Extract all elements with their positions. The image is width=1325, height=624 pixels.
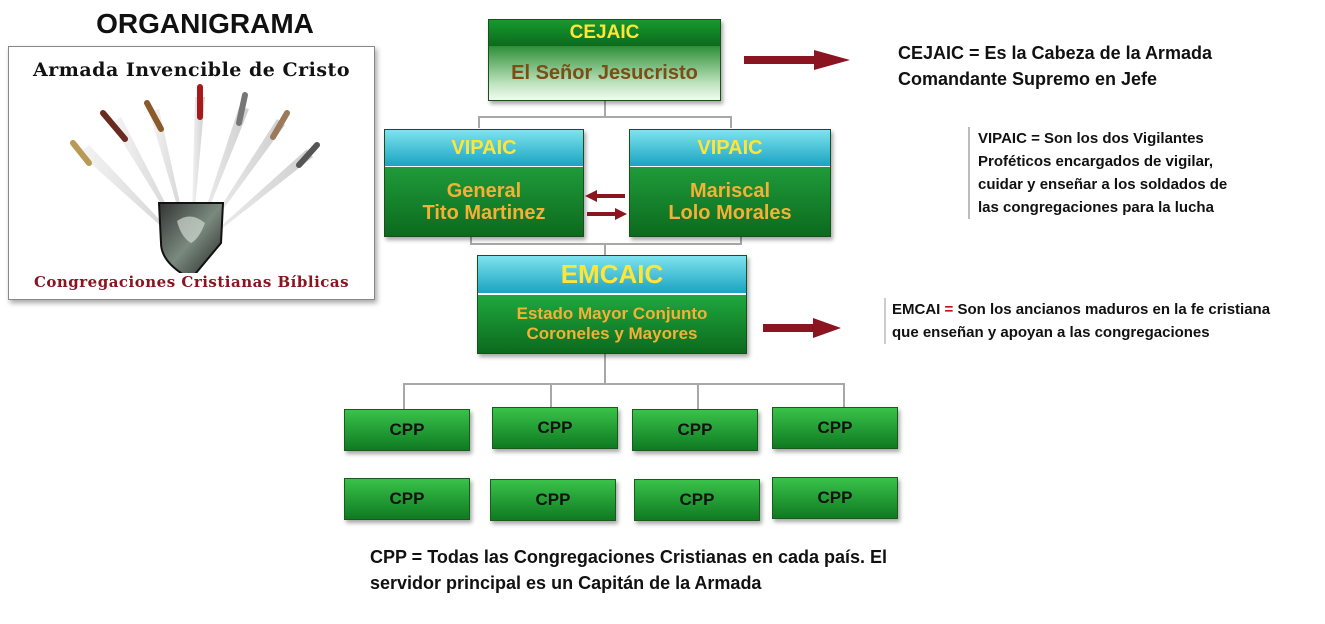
emcaic-box: EMCAIC Estado Mayor Conjunto Coroneles y… (477, 255, 747, 354)
emcai-note-equals: = (944, 301, 954, 318)
vipaic-left-line2: Tito Martinez (422, 201, 546, 224)
emcaic-body: Estado Mayor Conjunto Coroneles y Mayore… (478, 295, 746, 353)
cpp-box: CPP (632, 409, 758, 451)
cpp-box: CPP (344, 409, 470, 451)
logo-bottom-text: Congregaciones Cristianas Bíblicas (33, 273, 350, 291)
connector-line (604, 353, 606, 383)
exchange-arrows-icon (585, 190, 627, 220)
vipaic-right-line2: Lolo Morales (668, 201, 792, 224)
connector-line (604, 243, 606, 255)
cejaic-body-text: El Señor Jesucristo (511, 61, 698, 84)
cpp-box: CPP (772, 477, 898, 519)
connector-line (470, 236, 472, 244)
vipaic-right-box: VIPAIC Mariscal Lolo Morales (629, 129, 831, 237)
emcai-note: EMCAI = Son los ancianos maduros en la f… (884, 298, 1272, 344)
connector-line (550, 383, 552, 409)
cpp-box: CPP (344, 478, 470, 520)
connector-line (697, 383, 699, 409)
connector-line (403, 383, 845, 385)
vipaic-left-header: VIPAIC (385, 130, 583, 166)
vipaic-right-header: VIPAIC (630, 130, 830, 166)
logo-panel: Armada Invencible de Cristo (8, 46, 375, 300)
vipaic-left-body: General Tito Martinez (385, 167, 583, 236)
arrow-right-icon (763, 318, 841, 338)
connector-line (730, 116, 732, 128)
connector-line (604, 100, 606, 117)
cejaic-note-line1: CEJAIC = Es la Cabeza de la Armada (898, 43, 1212, 63)
connector-line (843, 383, 845, 409)
vipaic-right-body: Mariscal Lolo Morales (630, 167, 830, 236)
vipaic-right-line1: Mariscal (689, 179, 771, 202)
emcaic-line1: Estado Mayor Conjunto (516, 304, 708, 323)
connector-line (478, 116, 732, 118)
cpp-box: CPP (772, 407, 898, 449)
connector-line (478, 116, 480, 128)
cpp-note: CPP = Todas las Congregaciones Cristiana… (370, 547, 888, 593)
page-title: ORGANIGRAMA (96, 8, 314, 39)
arrow-right-icon (744, 50, 850, 70)
emcai-note-key: EMCAI (892, 301, 941, 318)
cpp-box: CPP (634, 479, 760, 521)
connector-line (470, 243, 742, 245)
cejaic-note: CEJAIC = Es la Cabeza de la Armada Coman… (898, 40, 1212, 92)
vipaic-left-box: VIPAIC General Tito Martinez (384, 129, 584, 237)
emcaic-header: EMCAIC (478, 256, 746, 293)
cejaic-header: CEJAIC (489, 20, 720, 46)
logo-top-text: Armada Invencible de Cristo (33, 59, 350, 81)
cejaic-body: El Señor Jesucristo (489, 46, 720, 100)
vipaic-note: VIPAIC = Son los dos Vigilantes Profétic… (968, 127, 1228, 219)
vipaic-left-line1: General (446, 179, 522, 202)
cejaic-note-line2: Comandante Supremo en Jefe (898, 69, 1158, 89)
emcaic-line2: Coroneles y Mayores (526, 324, 698, 343)
connector-line (403, 383, 405, 409)
swords-shield-emblem-icon (70, 84, 320, 273)
emcai-note-text: Son los ancianos maduros en la fe cristi… (892, 301, 1271, 341)
cejaic-box: CEJAIC El Señor Jesucristo (488, 19, 721, 101)
connector-line (740, 236, 742, 244)
cpp-box: CPP (490, 479, 616, 521)
cpp-box: CPP (492, 407, 618, 449)
